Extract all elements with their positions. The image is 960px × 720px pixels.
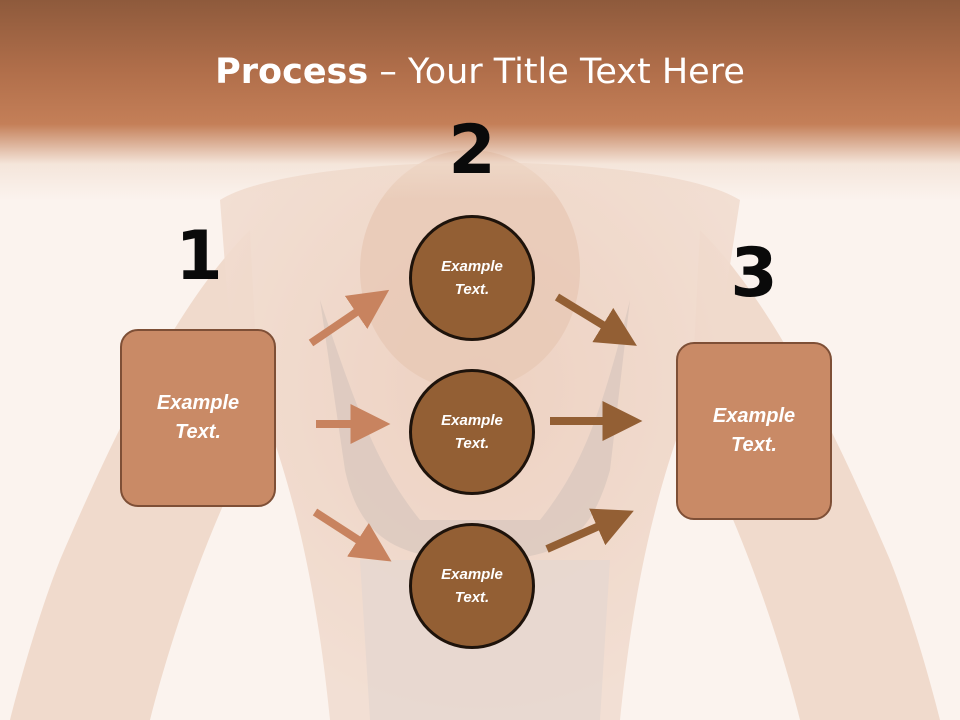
circle-middle-text: Example Text. bbox=[441, 411, 503, 452]
arrow-right-up bbox=[545, 508, 634, 553]
header-band bbox=[0, 0, 960, 200]
step-3-box: Example Text. bbox=[676, 342, 832, 520]
title-rest: – Your Title Text Here bbox=[368, 52, 745, 92]
title-bold: Process bbox=[215, 52, 369, 92]
step-number-2: 2 bbox=[448, 111, 496, 190]
arrow-left-up bbox=[308, 289, 390, 347]
circle-middle: Example Text. bbox=[409, 369, 535, 495]
circle-bottom: Example Text. bbox=[409, 523, 535, 649]
circle-bottom-text: Example Text. bbox=[441, 565, 503, 606]
step-1-box: Example Text. bbox=[120, 329, 276, 507]
slide-title: Process – Your Title Text Here bbox=[0, 52, 960, 92]
step-number-3: 3 bbox=[730, 234, 778, 313]
arrow-right-down bbox=[554, 293, 637, 346]
step-1-text: Example Text. bbox=[156, 392, 240, 443]
circle-top-text: Example Text. bbox=[441, 257, 503, 298]
arrow-left-down bbox=[312, 508, 392, 562]
step-3-text: Example Text. bbox=[712, 405, 796, 456]
circle-top: Example Text. bbox=[409, 215, 535, 341]
step-number-1: 1 bbox=[175, 217, 223, 296]
